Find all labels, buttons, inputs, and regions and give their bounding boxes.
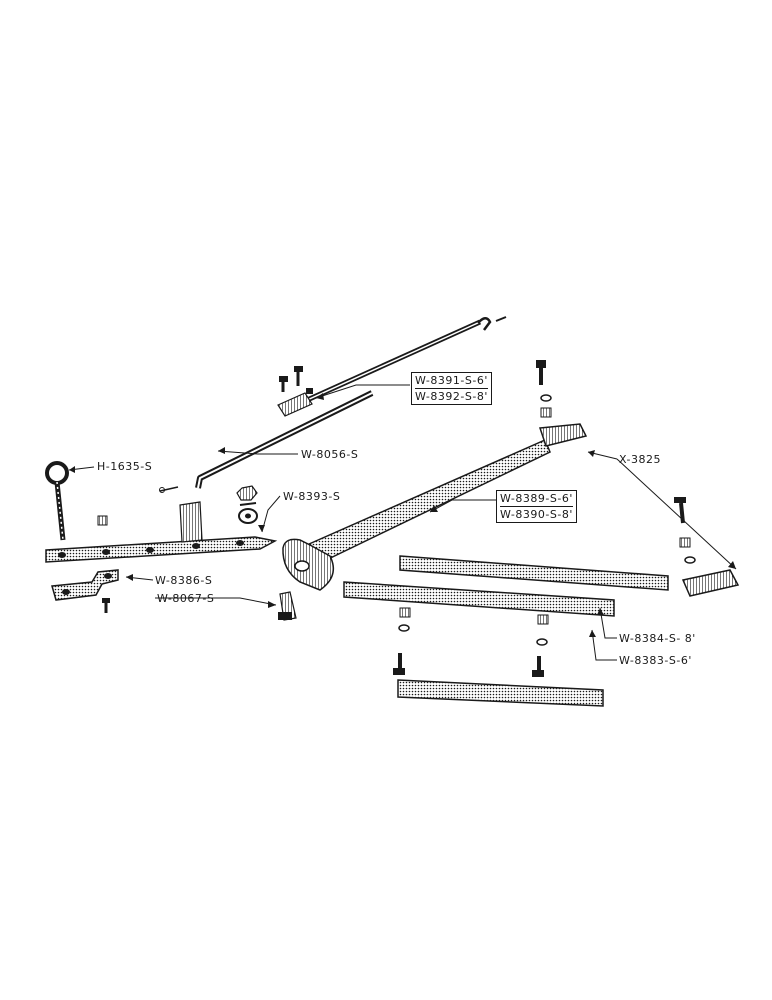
bar-hardware-left <box>393 607 411 675</box>
offset-strap <box>51 569 119 601</box>
nut-washer <box>236 485 258 524</box>
swing-drawbar <box>282 439 551 591</box>
leader-arrowheads <box>69 393 736 637</box>
bent-rod <box>159 390 374 493</box>
part-label-w8383: W-8383-S-6' <box>619 654 692 667</box>
rod-bolts <box>279 366 313 394</box>
part-label-w8386: W-8386-S <box>155 574 213 587</box>
part-label-h1635: H-1635-S <box>97 460 153 473</box>
label-box-rod: W-8391-S-6' W-8392-S-8' <box>411 372 492 405</box>
perforated-bar-lower <box>397 679 604 707</box>
part-label-x3825: X-3825 <box>619 453 661 466</box>
clamp-block-lower <box>674 497 740 597</box>
leader-lines <box>68 384 737 661</box>
part-label-w8390: W-8390-S-8' <box>500 508 573 521</box>
perforated-bar-upper <box>399 555 669 591</box>
drawbar-left <box>45 501 278 563</box>
part-label-w8393: W-8393-S <box>283 490 341 503</box>
part-label-w8392: W-8392-S-8' <box>415 390 488 403</box>
bar-hardware-right <box>532 614 549 677</box>
small-bolt <box>102 598 110 613</box>
label-box-swingbar: W-8389-S-6' W-8390-S-8' <box>496 490 577 523</box>
part-label-w8067: W-8067-S <box>157 592 215 605</box>
perforated-bar-middle <box>343 581 615 617</box>
part-label-w8384: W-8384-S- 8' <box>619 632 696 645</box>
part-label-w8389: W-8389-S-6' <box>500 492 573 505</box>
clamp-block-upper <box>536 360 588 447</box>
part-label-w8056: W-8056-S <box>301 448 359 461</box>
eye-bolt <box>45 461 69 541</box>
drawbar-rod-long <box>277 316 507 417</box>
hex-bolt <box>278 591 297 621</box>
part-label-w8391: W-8391-S-6' <box>415 374 488 387</box>
